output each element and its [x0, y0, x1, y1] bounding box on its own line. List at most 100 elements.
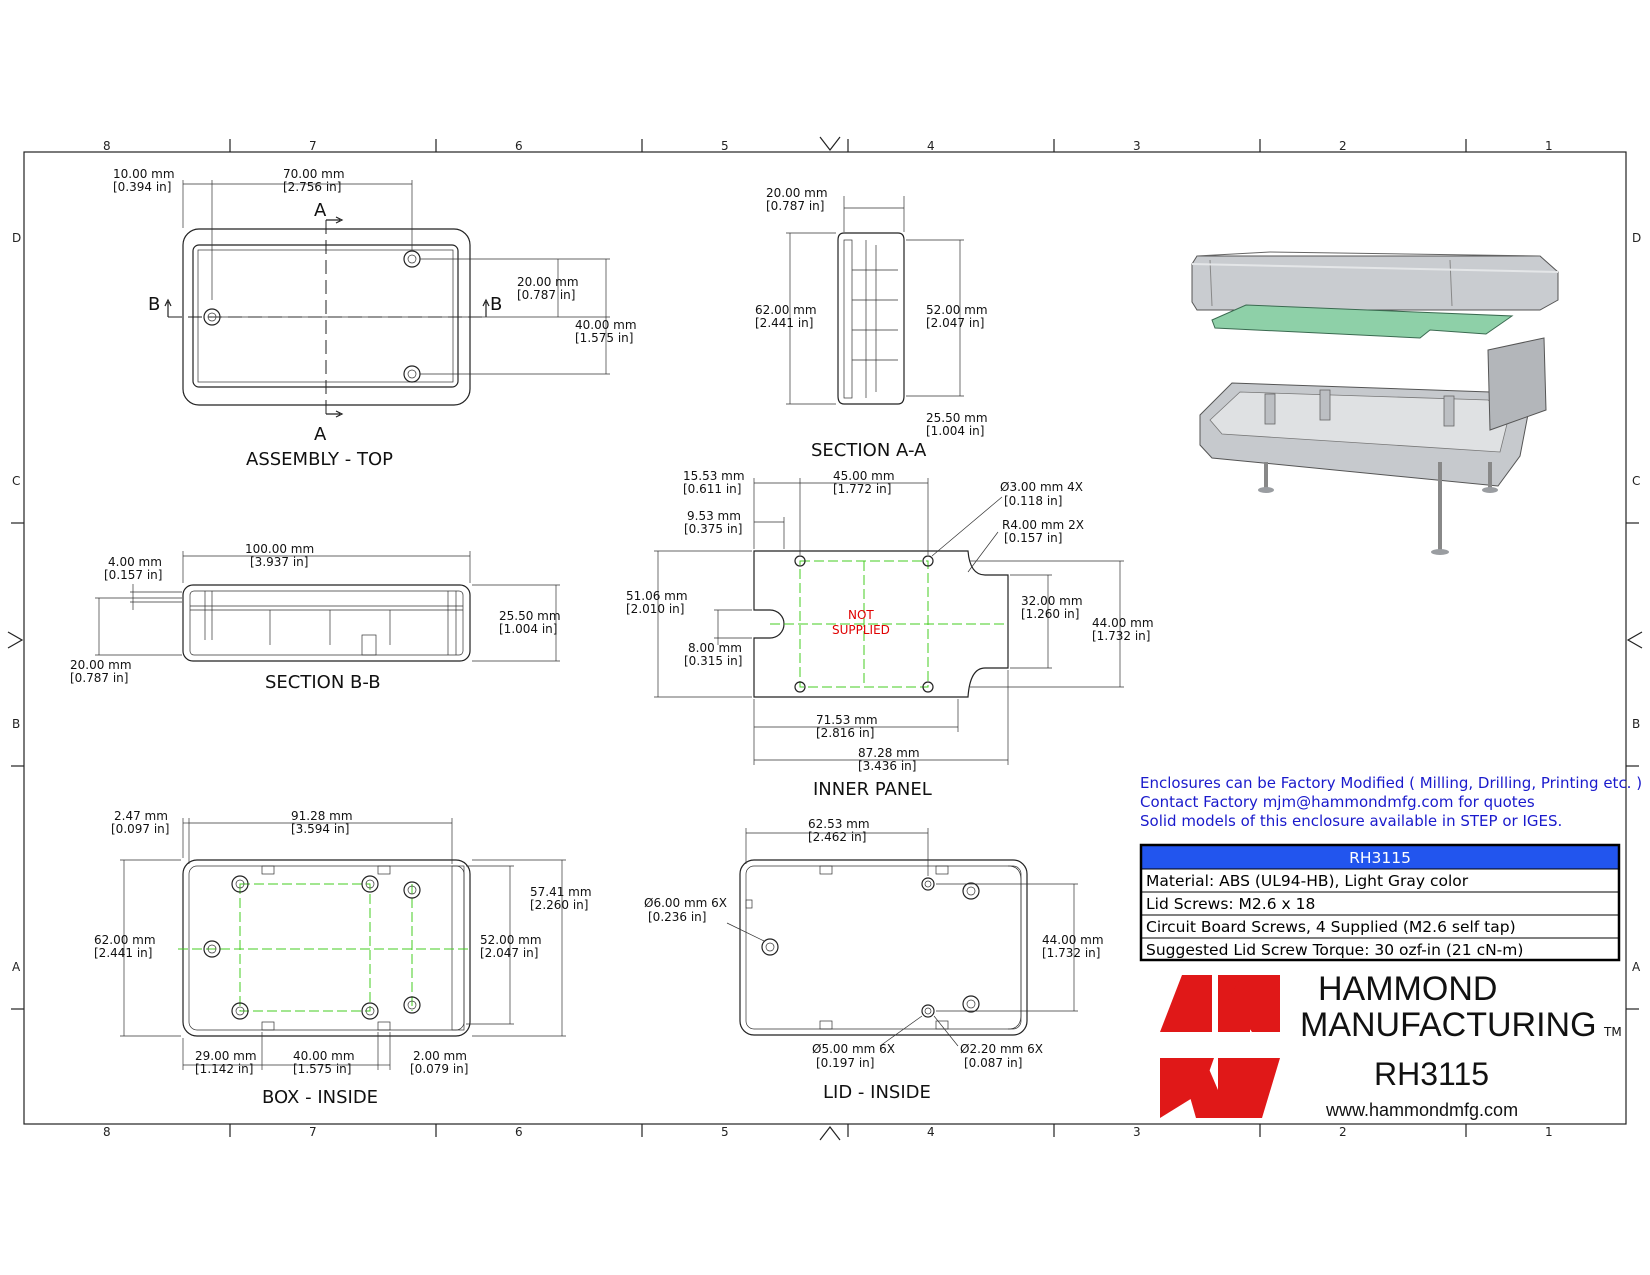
dim-aa-bottom-in: [1.004 in]	[926, 424, 984, 438]
section-label-b-left: B	[148, 294, 160, 315]
dim-panel-hole-in: [0.118 in]	[1004, 494, 1062, 508]
box-mounting-hole	[231, 875, 249, 893]
dim-panel-tab-in: [1.260 in]	[1021, 607, 1079, 621]
grid-col-label-top: 3	[1133, 139, 1141, 153]
grid-col-label-top: 8	[103, 139, 111, 153]
dim-lid-right-mm: 44.00 mm	[1042, 933, 1104, 947]
dim-panel-overall-h-mm: 44.00 mm	[1092, 616, 1154, 630]
grid-col-label-top: 1	[1545, 139, 1553, 153]
box-mounting-hole	[203, 940, 221, 958]
dim-panel-c-in: [0.375 in]	[684, 522, 742, 536]
view-title-inner-panel: INNER PANEL	[813, 779, 932, 800]
exploded-3d-illustration	[1191, 251, 1559, 555]
grid-row-label-left: D	[12, 231, 21, 245]
model-number: RH3115	[1374, 1056, 1489, 1092]
dim-panel-radius-in: [0.157 in]	[1004, 531, 1062, 545]
dim-lid-hole5-in: [0.197 in]	[816, 1056, 874, 1070]
dim-assembly-height-mm: 40.00 mm	[575, 318, 637, 332]
dim-panel-w1-in: [2.816 in]	[816, 726, 874, 740]
grid-col-label-top: 6	[515, 139, 523, 153]
box-mounting-hole	[403, 881, 421, 899]
note-line-3: Solid models of this enclosure available…	[1140, 812, 1562, 830]
grid-col-label-bottom: 5	[721, 1125, 729, 1139]
spec-table-header: RH3115	[1349, 849, 1411, 867]
box-mounting-hole	[231, 1002, 249, 1020]
dim-bb-left-bottom-in: [0.787 in]	[70, 671, 128, 685]
dim-bb-left-top-in: [0.157 in]	[104, 568, 162, 582]
box-mounting-hole	[403, 996, 421, 1014]
grid-col-label-top: 5	[721, 139, 729, 153]
box-mounting-hole	[361, 875, 379, 893]
dim-box-edge-in: [0.097 in]	[111, 822, 169, 836]
spec-row-material: Material: ABS (UL94-HB), Light Gray colo…	[1146, 872, 1469, 890]
dim-box-width-in: [3.594 in]	[291, 822, 349, 836]
box-mounting-hole	[361, 1002, 379, 1020]
dim-panel-notch-in: [0.315 in]	[684, 654, 742, 668]
dim-assembly-edge-mm: 10.00 mm	[113, 167, 175, 181]
dim-lid-hole22-in: [0.087 in]	[964, 1056, 1022, 1070]
dim-panel-a-mm: 15.53 mm	[683, 469, 745, 483]
view-title-section-aa: SECTION A-A	[811, 440, 927, 461]
dim-lid-hole6-mm: Ø6.00 mm 6X	[644, 896, 727, 910]
grid-row-label-left: A	[12, 960, 21, 974]
grid-col-label-top: 7	[309, 139, 317, 153]
dim-aa-top-mm: 20.00 mm	[766, 186, 828, 200]
view-title-section-bb: SECTION B-B	[265, 672, 381, 693]
spec-row-lid-screws: Lid Screws: M2.6 x 18	[1146, 895, 1315, 913]
dim-box-r1-mm: 57.41 mm	[530, 885, 592, 899]
dim-assembly-hole-offset-in: [0.787 in]	[517, 288, 575, 302]
dim-lid-top-in: [2.462 in]	[808, 830, 866, 844]
dim-box-left-in: [2.441 in]	[94, 946, 152, 960]
dim-panel-height-mm: 51.06 mm	[626, 589, 688, 603]
dim-lid-hole6-in: [0.236 in]	[648, 910, 706, 924]
dim-box-b1-in: [1.142 in]	[195, 1062, 253, 1076]
dim-box-r2-in: [2.047 in]	[480, 946, 538, 960]
dim-box-r2-mm: 52.00 mm	[480, 933, 542, 947]
view-box-inside: 2.47 mm [0.097 in] 91.28 mm [3.594 in] 5…	[94, 809, 592, 1108]
dim-panel-radius-mm: R4.00 mm 2X	[1002, 518, 1084, 532]
dim-bb-left-bottom-mm: 20.00 mm	[70, 658, 132, 672]
dim-box-edge-mm: 2.47 mm	[114, 809, 168, 823]
dim-panel-b-in: [1.772 in]	[833, 482, 891, 496]
dim-lid-hole5-mm: Ø5.00 mm 6X	[812, 1042, 895, 1056]
dim-panel-notch-mm: 8.00 mm	[688, 641, 742, 655]
dim-assembly-hole-offset-mm: 20.00 mm	[517, 275, 579, 289]
dim-aa-top-in: [0.787 in]	[766, 199, 824, 213]
dim-assembly-height-in: [1.575 in]	[575, 331, 633, 345]
view-lid-inside: 62.53 mm [2.462 in] Ø6.00 mm 6X [0.236 i…	[644, 817, 1104, 1103]
dim-box-b3-mm: 2.00 mm	[413, 1049, 467, 1063]
dim-box-b1-mm: 29.00 mm	[195, 1049, 257, 1063]
brand-name-line2: MANUFACTURING	[1300, 1006, 1597, 1044]
dim-panel-c-mm: 9.53 mm	[687, 509, 741, 523]
note-line-2: Contact Factory mjm@hammondmfg.com for q…	[1140, 793, 1535, 811]
dim-box-left-mm: 62.00 mm	[94, 933, 156, 947]
grid-col-label-bottom: 1	[1545, 1125, 1553, 1139]
dim-panel-height-in: [2.010 in]	[626, 602, 684, 616]
dim-bb-right-mm: 25.50 mm	[499, 609, 561, 623]
grid-col-label-bottom: 3	[1133, 1125, 1141, 1139]
section-label-a-bottom: A	[314, 424, 327, 445]
grid-row-label-right: A	[1632, 960, 1641, 974]
website-url: www.hammondmfg.com	[1325, 1100, 1518, 1120]
dim-box-b2-mm: 40.00 mm	[293, 1049, 355, 1063]
grid-col-label-bottom: 2	[1339, 1125, 1347, 1139]
grid-row-label-right: D	[1632, 231, 1641, 245]
dim-assembly-width-in: [2.756 in]	[283, 180, 341, 194]
section-label-b-right: B	[490, 294, 502, 315]
grid-col-label-top: 4	[927, 139, 935, 153]
view-inner-panel: NOT SUPPLIED 15.53 mm [0.611 in] 45.00 m…	[626, 469, 1154, 800]
grid-row-label-right: C	[1632, 474, 1640, 488]
dim-bb-top-in: [3.937 in]	[250, 555, 308, 569]
hammond-logo-icon	[1160, 975, 1280, 1118]
dim-box-width-mm: 91.28 mm	[291, 809, 353, 823]
notes: Enclosures can be Factory Modified ( Mil…	[1140, 774, 1642, 830]
grid-row-label-right: B	[1632, 717, 1640, 731]
dim-lid-hole22-mm: Ø2.20 mm 6X	[960, 1042, 1043, 1056]
dim-lid-right-in: [1.732 in]	[1042, 946, 1100, 960]
spec-row-board-screws: Circuit Board Screws, 4 Supplied (M2.6 s…	[1146, 918, 1516, 936]
dim-panel-overall-h-in: [1.732 in]	[1092, 629, 1150, 643]
dim-assembly-edge-in: [0.394 in]	[113, 180, 171, 194]
view-title-lid-inside: LID - INSIDE	[823, 1082, 931, 1103]
